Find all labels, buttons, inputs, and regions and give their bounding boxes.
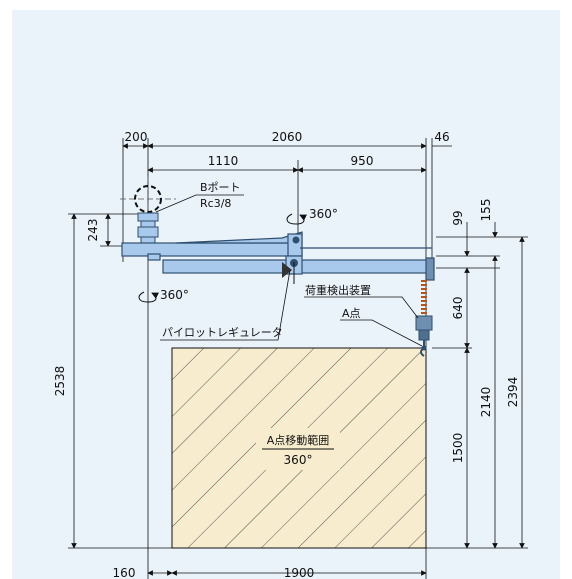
dim-243: 243 — [86, 219, 100, 242]
range-title-label: A点移動範囲 — [267, 433, 330, 447]
dim-160: 160 — [113, 566, 136, 579]
dim-46: 46 — [434, 130, 449, 144]
point-a-label: A点 — [342, 307, 361, 320]
dim-1500: 1500 — [451, 433, 465, 464]
dim-2060: 2060 — [272, 130, 303, 144]
dim-200: 200 — [125, 130, 148, 144]
rotation-arrow-top — [286, 213, 308, 225]
upper-arm — [121, 231, 303, 261]
load-sensor-assembly — [415, 280, 433, 357]
b-port-fitting — [120, 176, 176, 244]
b-port-label: Bポート — [200, 181, 241, 194]
elbow-joint — [282, 236, 300, 284]
rotation-left-label: 360° — [160, 288, 189, 302]
dim-950: 950 — [351, 154, 374, 168]
dim-1900: 1900 — [284, 566, 315, 579]
leader-lines — [155, 194, 423, 347]
b-port-thread-label: Rc3/8 — [200, 197, 231, 210]
dim-2538: 2538 — [53, 366, 67, 397]
dimension-lines — [71, 143, 525, 576]
dim-99: 99 — [451, 210, 465, 225]
rotation-arrow-left — [138, 291, 160, 303]
dim-640: 640 — [451, 297, 465, 320]
load-sensor-label: 荷重検出装置 — [305, 283, 371, 297]
range-angle-label: 360° — [284, 453, 313, 467]
lower-arm — [162, 255, 435, 281]
rotation-top-label: 360° — [309, 207, 338, 221]
dim-155: 155 — [479, 199, 493, 222]
pilot-regulator-label: パイロットレギュレータ — [162, 326, 283, 339]
dim-2140: 2140 — [479, 387, 493, 418]
dim-2394: 2394 — [506, 377, 520, 408]
dim-1110: 1110 — [208, 154, 239, 168]
